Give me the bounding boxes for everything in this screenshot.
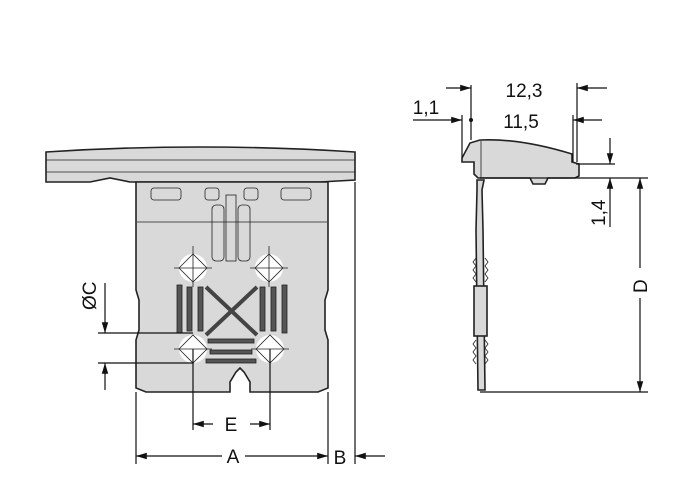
dimension-1-1-label: 1,1 [413,98,439,119]
dimension-11-5-label: 11,5 [503,112,539,133]
dimension-b-label: B [334,448,347,469]
front-view: E A B ØC [45,146,385,469]
side-view: 1,1 12,3 11,5 1,4 D [413,81,652,393]
pin-barbs [472,257,489,365]
pin [475,179,486,391]
side-profile [461,138,580,185]
dimension-1-4-label: 1,4 [589,199,610,226]
header-bar [45,146,356,183]
slot-marks [176,284,288,364]
dimension-d-label: D [631,279,652,293]
dimension-a-label: A [227,447,240,468]
dimension-e-label: E [225,415,238,436]
dimension-c-label: ØC [80,282,101,311]
dimension-12-3-label: 12,3 [506,81,543,102]
